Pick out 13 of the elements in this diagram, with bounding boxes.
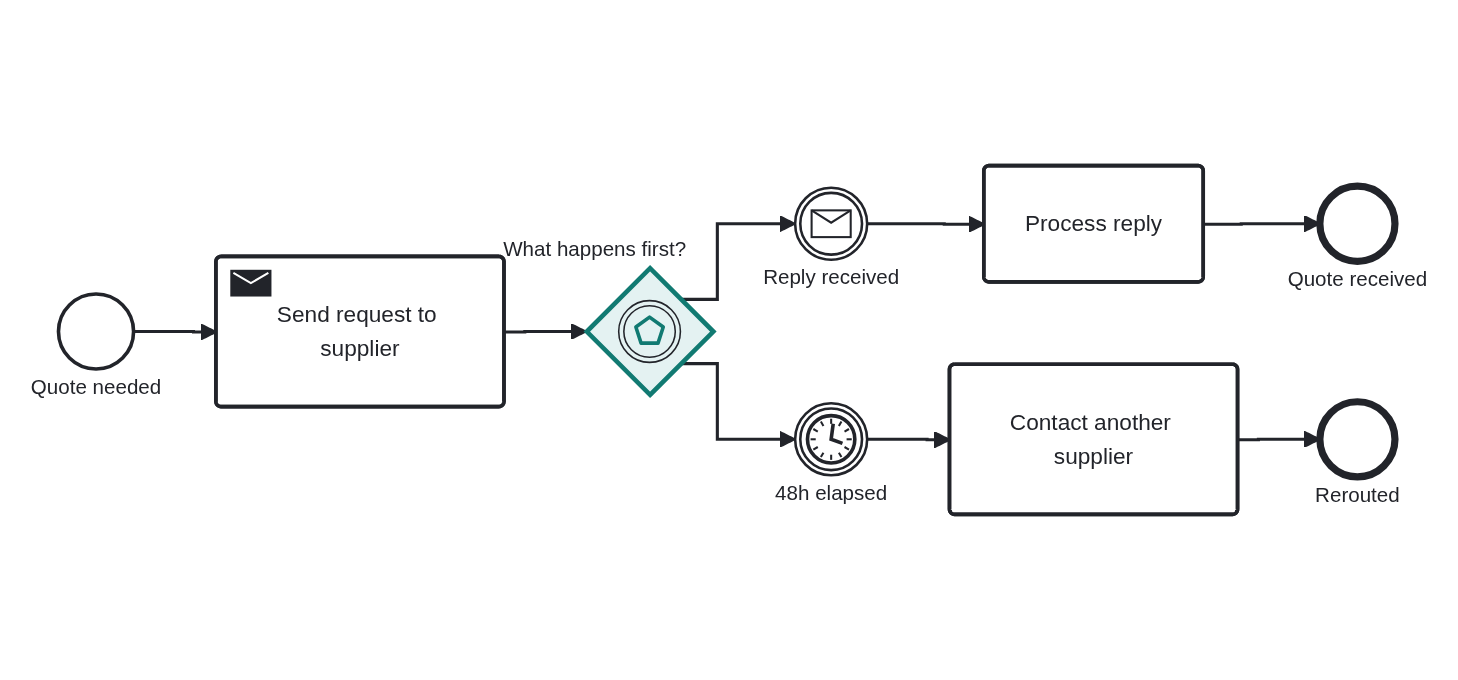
node-circle: [56, 292, 136, 371]
gateway-label: What happens first?: [503, 236, 687, 260]
arrow: [504, 322, 588, 341]
event-label: Quote needed: [30, 374, 162, 398]
event-label: Reply received: [763, 265, 900, 289]
event-label: 48h elapsed: [775, 481, 888, 504]
node-circle: [793, 402, 869, 477]
node-circle: [793, 186, 869, 262]
event-label: Rerouted: [1315, 482, 1400, 506]
node-circle: [1316, 182, 1399, 265]
node-circle: [1316, 398, 1399, 481]
event-label: Quote received: [1287, 267, 1428, 290]
node-diamond: [583, 264, 717, 399]
